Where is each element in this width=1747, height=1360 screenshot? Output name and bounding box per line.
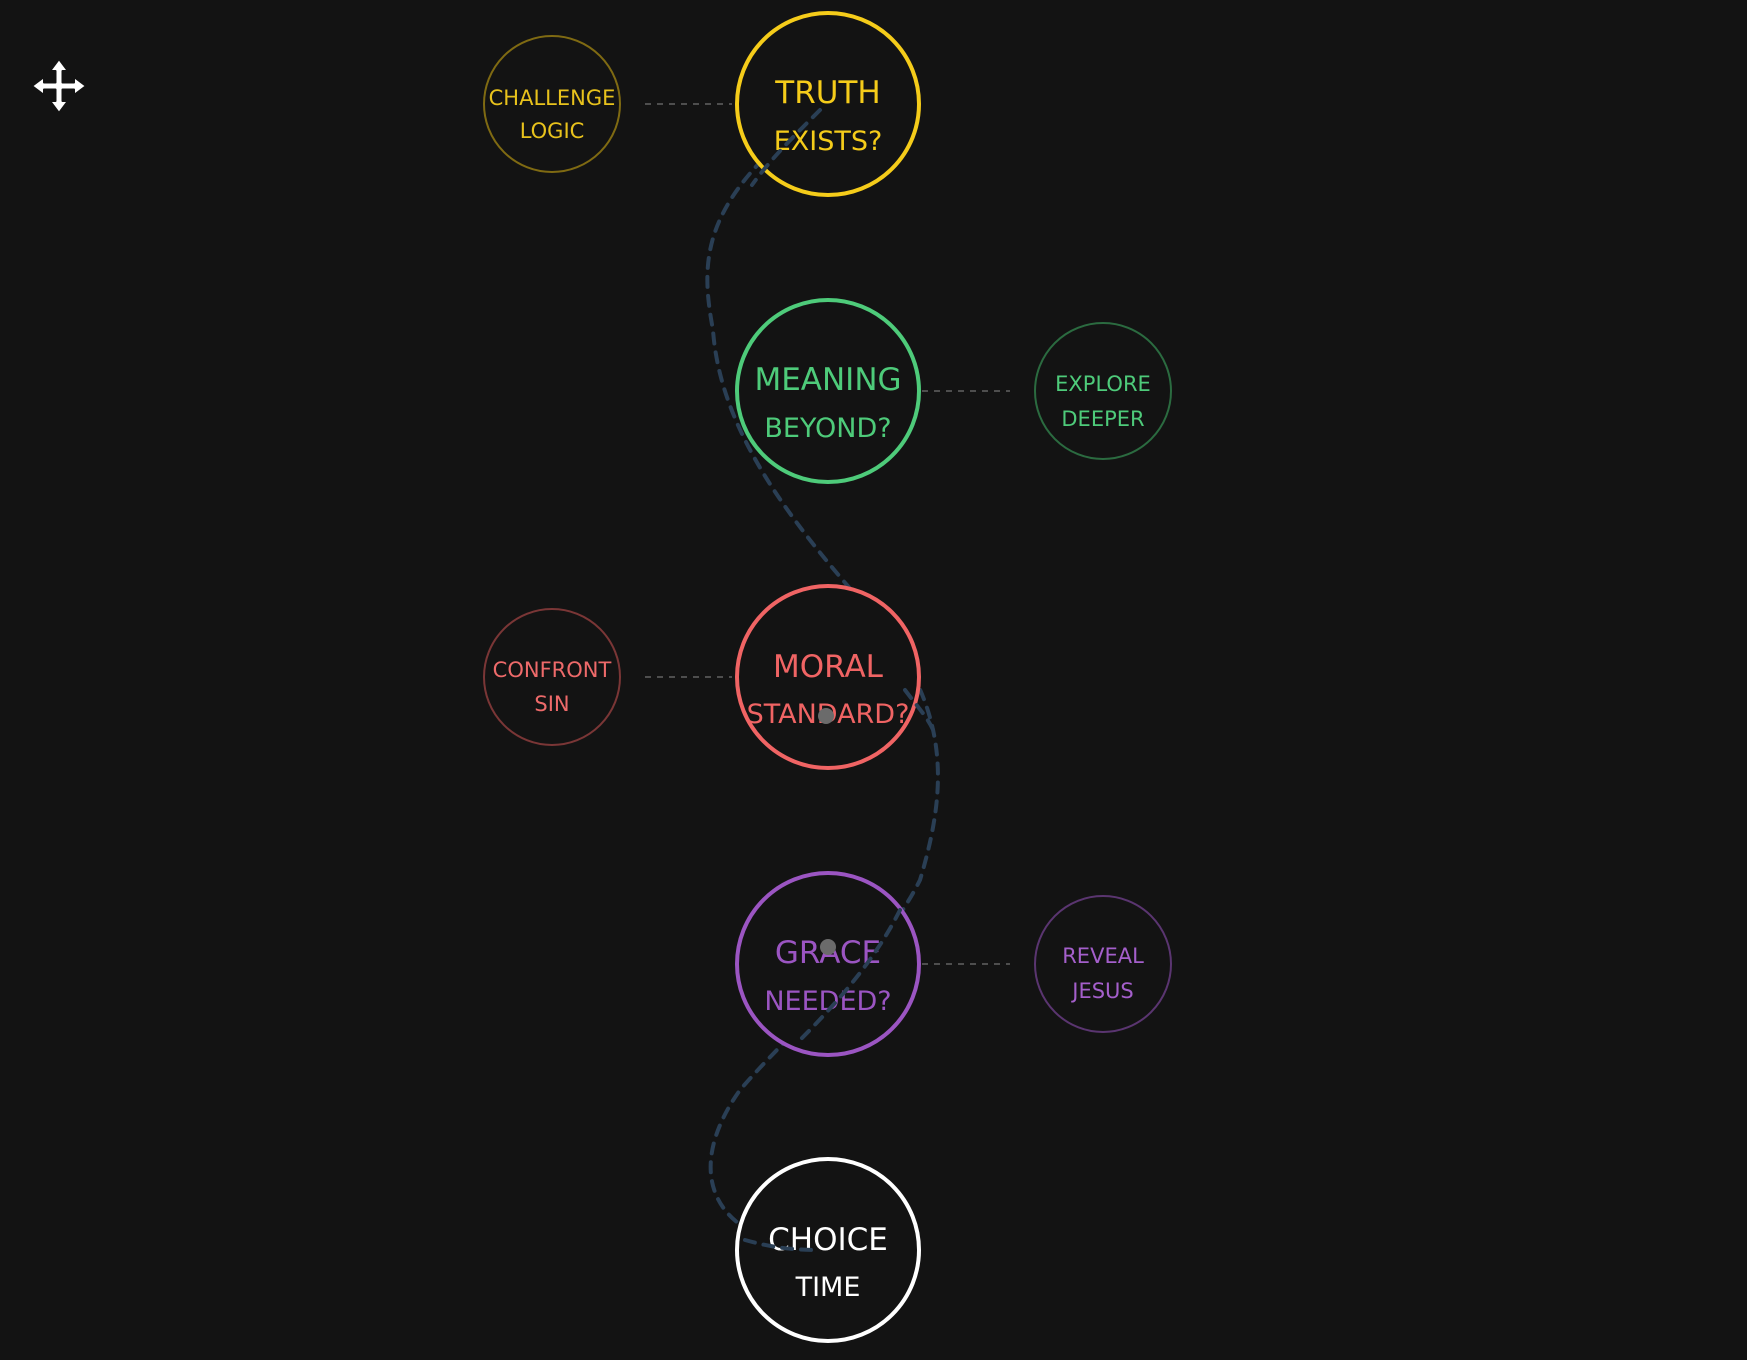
node-choice-ring	[735, 1157, 921, 1343]
journey-path	[705, 108, 940, 1250]
side-node-reveal-jesus[interactable]: REVEAL JESUS	[1034, 895, 1172, 1033]
side-node-challenge-logic-line1: CHALLENGE	[489, 86, 616, 110]
node-moral-line1: MORAL	[773, 649, 884, 685]
node-truth-line1: TRUTH	[774, 75, 880, 111]
side-node-explore-deeper-line1: EXPLORE	[1055, 372, 1151, 396]
side-node-confront-sin[interactable]: CONFRONT SIN	[483, 608, 621, 746]
move-arrows-icon[interactable]	[31, 58, 87, 114]
side-node-confront-sin-ring	[483, 608, 621, 746]
node-truth[interactable]: TRUTH EXISTS?	[735, 11, 921, 197]
side-node-reveal-jesus-line2: JESUS	[1070, 979, 1134, 1003]
node-truth-ring	[735, 11, 921, 197]
side-node-explore-deeper-line2: DEEPER	[1061, 407, 1144, 431]
node-meaning-line2: BEYOND?	[764, 413, 891, 444]
node-meaning-line1: MEANING	[754, 362, 901, 398]
node-choice-line1: CHOICE	[768, 1222, 888, 1258]
side-node-explore-deeper-ring	[1034, 322, 1172, 460]
side-node-challenge-logic[interactable]: CHALLENGE LOGIC	[483, 35, 621, 173]
node-moral-ring	[735, 584, 921, 770]
side-node-confront-sin-line1: CONFRONT	[493, 658, 612, 682]
side-node-explore-deeper[interactable]: EXPLORE DEEPER	[1034, 322, 1172, 460]
node-meaning-ring	[735, 298, 921, 484]
node-meaning[interactable]: MEANING BEYOND?	[735, 298, 921, 484]
side-node-reveal-jesus-ring	[1034, 895, 1172, 1033]
path-marker-moral	[818, 708, 834, 724]
path-marker-grace	[820, 939, 836, 955]
node-moral[interactable]: MORAL STANDARD?	[735, 584, 921, 770]
side-node-challenge-logic-ring	[483, 35, 621, 173]
node-grace[interactable]: GRACE NEEDED?	[735, 871, 921, 1057]
side-node-reveal-jesus-line1: REVEAL	[1062, 944, 1144, 968]
node-grace-ring	[735, 871, 921, 1057]
node-truth-line2: EXISTS?	[774, 126, 883, 157]
side-node-challenge-logic-line2: LOGIC	[520, 119, 585, 143]
node-choice-line2: TIME	[795, 1272, 861, 1303]
journey-path-overlay	[743, 108, 937, 1252]
side-node-confront-sin-line2: SIN	[534, 692, 569, 716]
node-choice[interactable]: CHOICE TIME	[735, 1157, 921, 1343]
